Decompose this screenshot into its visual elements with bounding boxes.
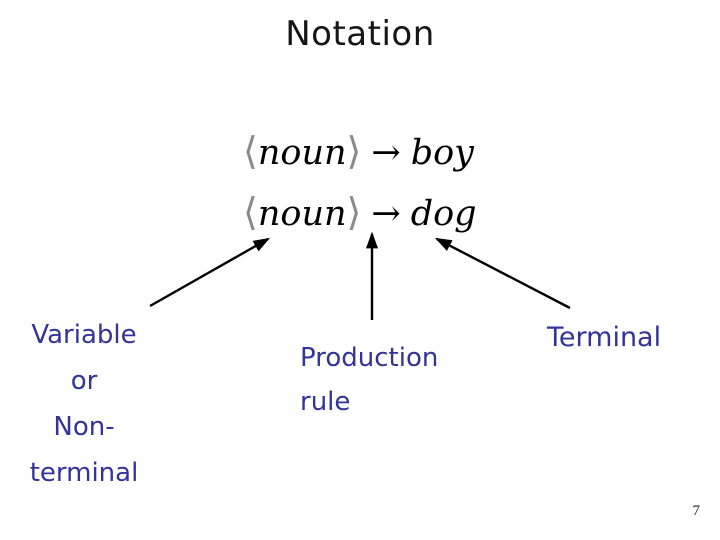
production-arrow-symbol: → [371, 194, 401, 234]
variable-pointer-arrow [149, 237, 271, 308]
label-variable-or-nonterminal: Variable or Non-terminal [0, 312, 168, 496]
right-angle-bracket: ⟩ [346, 129, 362, 173]
terminal-symbol: boy [410, 133, 474, 173]
label-terminal: Terminal [547, 320, 661, 356]
nonterminal-symbol: noun [257, 194, 347, 234]
terminal-symbol: dog [410, 194, 477, 234]
label-line: Production [300, 343, 439, 373]
right-angle-bracket: ⟩ [346, 190, 362, 234]
label-line: Non-terminal [29, 412, 139, 488]
label-line: or [70, 366, 98, 396]
grammar-rules: ⟨noun⟩→boy ⟨noun⟩→dog [243, 122, 477, 244]
terminal-pointer-arrow [434, 237, 571, 310]
nonterminal-symbol: noun [257, 133, 347, 173]
grammar-rule-2: ⟨noun⟩→dog [243, 183, 477, 244]
label-production-rule: Production rule [300, 336, 438, 424]
slide-title: Notation [285, 14, 435, 54]
label-line: Terminal [547, 322, 662, 353]
grammar-rule-1: ⟨noun⟩→boy [243, 122, 477, 183]
left-angle-bracket: ⟨ [243, 190, 258, 234]
label-line: rule [300, 387, 351, 417]
label-line: Variable [31, 320, 137, 350]
page-number: 7 [692, 503, 701, 519]
left-angle-bracket: ⟨ [243, 129, 258, 173]
production-arrow-symbol: → [371, 133, 401, 173]
